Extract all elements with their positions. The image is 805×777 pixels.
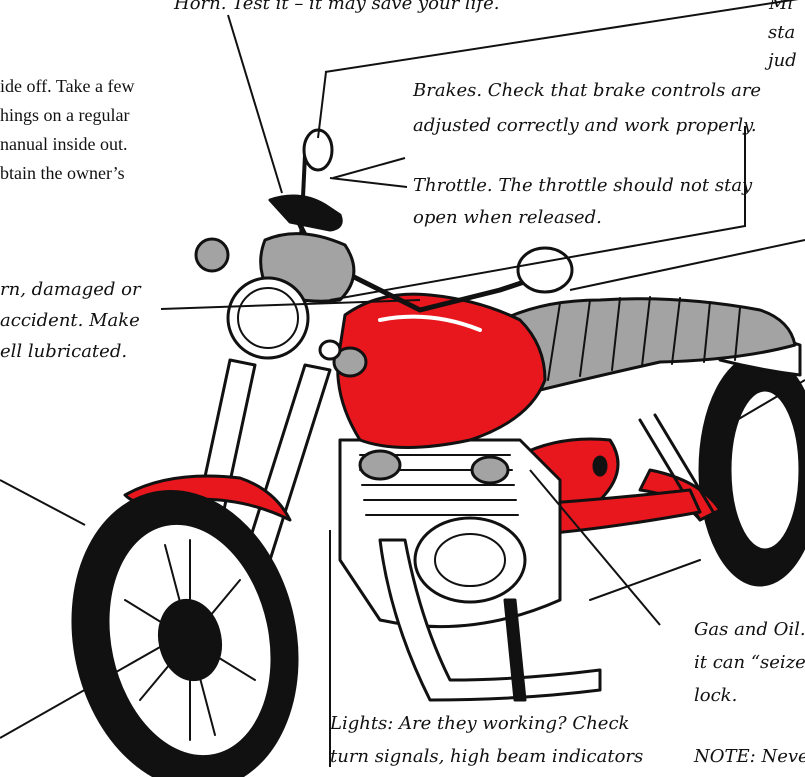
throttle-callout-line1: Throttle. The throttle should not stay [413, 170, 752, 202]
intro-text-line3: nanual inside out. [0, 130, 127, 159]
lights-callout-line2: turn signals, high beam indicators [330, 741, 643, 773]
intro-text-line1: ide off. Take a few [0, 72, 135, 101]
throttle-callout-line2: open when released. [413, 202, 602, 234]
chain-callout-line1: rn, damaged or [0, 274, 141, 305]
brakes-callout-line2: adjusted correctly and work properly. [413, 110, 757, 142]
horn-callout: Horn. Test it – it may save your life. [174, 0, 499, 20]
intro-text-line2: hings on a regular [0, 101, 129, 130]
brakes-callout-line1: Brakes. Check that brake controls are [413, 75, 761, 107]
note-text: NOTE: Never [694, 741, 805, 773]
gas-oil-callout-line1: Gas and Oil. [694, 614, 805, 646]
chain-callout-line3: ell lubricated. [0, 336, 127, 367]
mirrors-callout-line3: jud [768, 45, 797, 77]
chain-callout-line2: accident. Make [0, 305, 140, 336]
intro-text-line4: btain the owner’s [0, 159, 125, 188]
lights-callout-line1: Lights: Are they working? Check [330, 708, 629, 740]
gas-oil-callout-line2: it can “seize [694, 647, 805, 679]
gas-oil-callout-line3: lock. [694, 680, 737, 712]
